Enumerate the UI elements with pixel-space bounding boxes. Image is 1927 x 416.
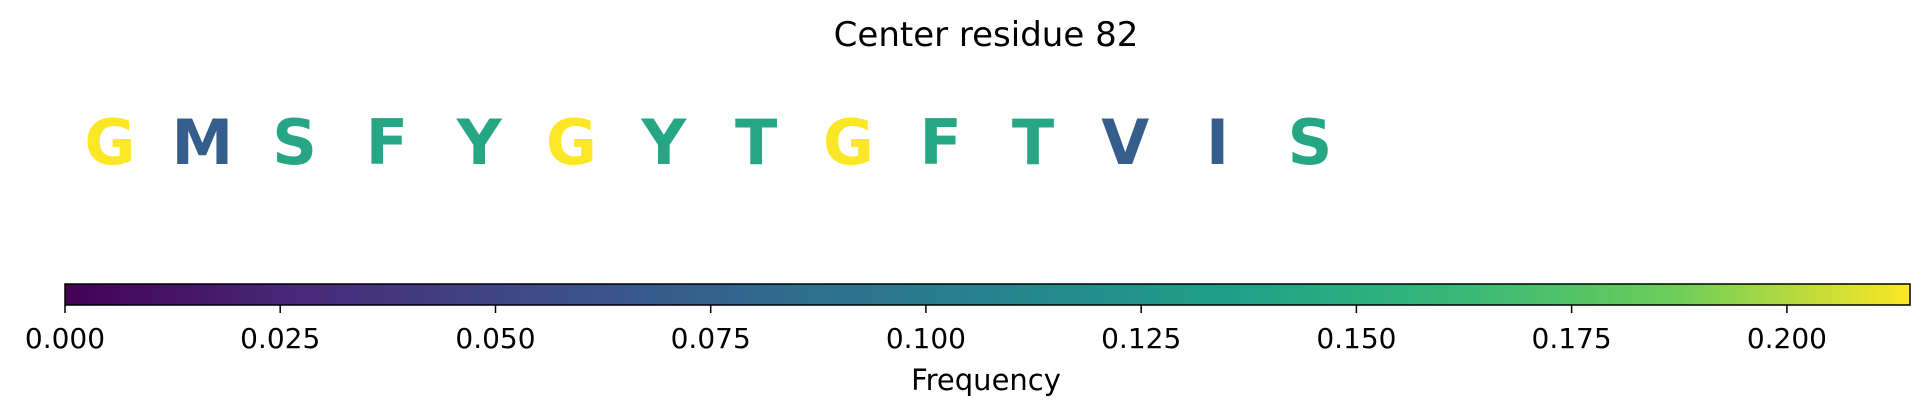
residue-letter: Y — [456, 106, 503, 179]
colorbar — [64, 283, 1911, 306]
residue-letter: F — [920, 106, 962, 179]
colorbar-tick-label: 0.150 — [1316, 322, 1396, 355]
colorbar-ticks: 0.000 0.025 0.050 0.075 0.100 0.125 0.150 0.175… — [25, 305, 1827, 355]
residue-letter: F — [366, 106, 408, 179]
colorbar-tick-label: 0.175 — [1532, 322, 1612, 355]
chart-title: Center residue 82 — [834, 15, 1139, 55]
residue-letter: G — [546, 106, 597, 179]
colorbar-label: Frequency — [911, 363, 1061, 397]
colorbar-tick-label: 0.125 — [1101, 322, 1181, 355]
residue-letter: V — [1101, 106, 1149, 179]
residue-letter: S — [1288, 106, 1333, 179]
residue-letter: I — [1206, 106, 1229, 179]
colorbar-tick-label: 0.025 — [240, 322, 320, 355]
colorbar-tick-label: 0.050 — [455, 322, 535, 355]
colorbar-tick-label: 0.200 — [1747, 322, 1827, 355]
residue-letter: G — [823, 106, 874, 179]
residue-letter: G — [85, 106, 136, 179]
residue-letter: M — [171, 106, 233, 179]
residue-letter: S — [272, 106, 317, 179]
residue-letter: T — [1012, 106, 1054, 179]
colorbar-tick-label: 0.100 — [886, 322, 966, 355]
colorbar-tick-label: 0.000 — [25, 322, 105, 355]
residue-letter: T — [735, 106, 777, 179]
residue-letter: Y — [640, 106, 687, 179]
colorbar-tick-label: 0.075 — [671, 322, 751, 355]
